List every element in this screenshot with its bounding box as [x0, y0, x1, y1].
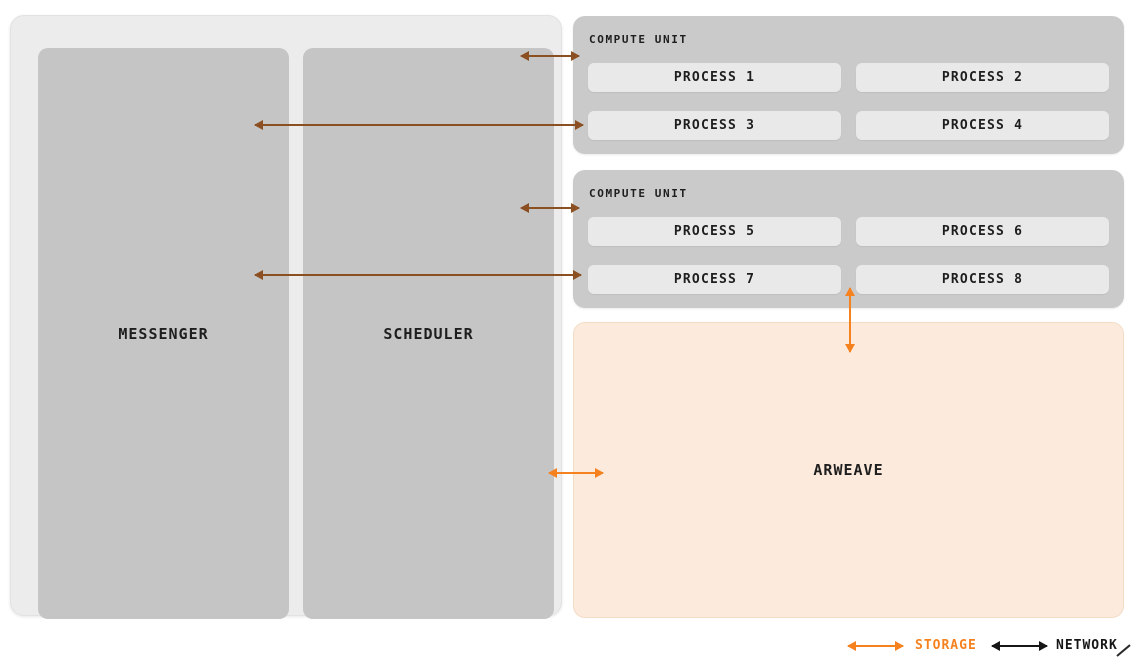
legend-storage-arrow-icon	[847, 641, 904, 651]
process-5-box: PROCESS 5	[588, 217, 841, 246]
process-4-box: PROCESS 4	[856, 111, 1109, 140]
compute-unit-1-grid: PROCESS 1 PROCESS 2 PROCESS 3 PROCESS 4	[588, 63, 1109, 140]
scheduler-label: SCHEDULER	[383, 324, 474, 343]
network-arrow-scheduler-unit1	[520, 51, 580, 61]
network-arrow-messenger-unit2	[254, 270, 582, 280]
scheduler-box: SCHEDULER	[303, 48, 554, 619]
process-8-box: PROCESS 8	[856, 265, 1109, 294]
legend-network-arrow-icon	[991, 641, 1048, 651]
messenger-scheduler-panel: MESSENGER SCHEDULER	[10, 15, 562, 619]
process-7-box: PROCESS 7	[588, 265, 841, 294]
messenger-box: MESSENGER	[38, 48, 289, 619]
compute-unit-2: COMPUTE UNIT PROCESS 5 PROCESS 6 PROCESS…	[573, 170, 1124, 308]
process-3-box: PROCESS 3	[588, 111, 841, 140]
legend-storage-label: STORAGE	[915, 638, 977, 653]
cursor-mark-icon	[1116, 644, 1131, 657]
compute-unit-1-title: COMPUTE UNIT	[589, 33, 688, 46]
network-arrow-messenger-unit1	[254, 120, 584, 130]
storage-arrow-unit2-arweave	[845, 287, 855, 353]
process-1-box: PROCESS 1	[588, 63, 841, 92]
compute-unit-1: COMPUTE UNIT PROCESS 1 PROCESS 2 PROCESS…	[573, 16, 1124, 154]
storage-arrow-scheduler-arweave	[548, 468, 604, 478]
process-2-box: PROCESS 2	[856, 63, 1109, 92]
process-6-box: PROCESS 6	[856, 217, 1109, 246]
arweave-label: ARWEAVE	[813, 461, 884, 479]
compute-unit-2-title: COMPUTE UNIT	[589, 187, 688, 200]
network-arrow-scheduler-unit2	[520, 203, 580, 213]
compute-unit-2-grid: PROCESS 5 PROCESS 6 PROCESS 7 PROCESS 8	[588, 217, 1109, 294]
arweave-box: ARWEAVE	[573, 322, 1124, 618]
legend-network-label: NETWORK	[1056, 638, 1118, 653]
messenger-label: MESSENGER	[118, 324, 209, 343]
